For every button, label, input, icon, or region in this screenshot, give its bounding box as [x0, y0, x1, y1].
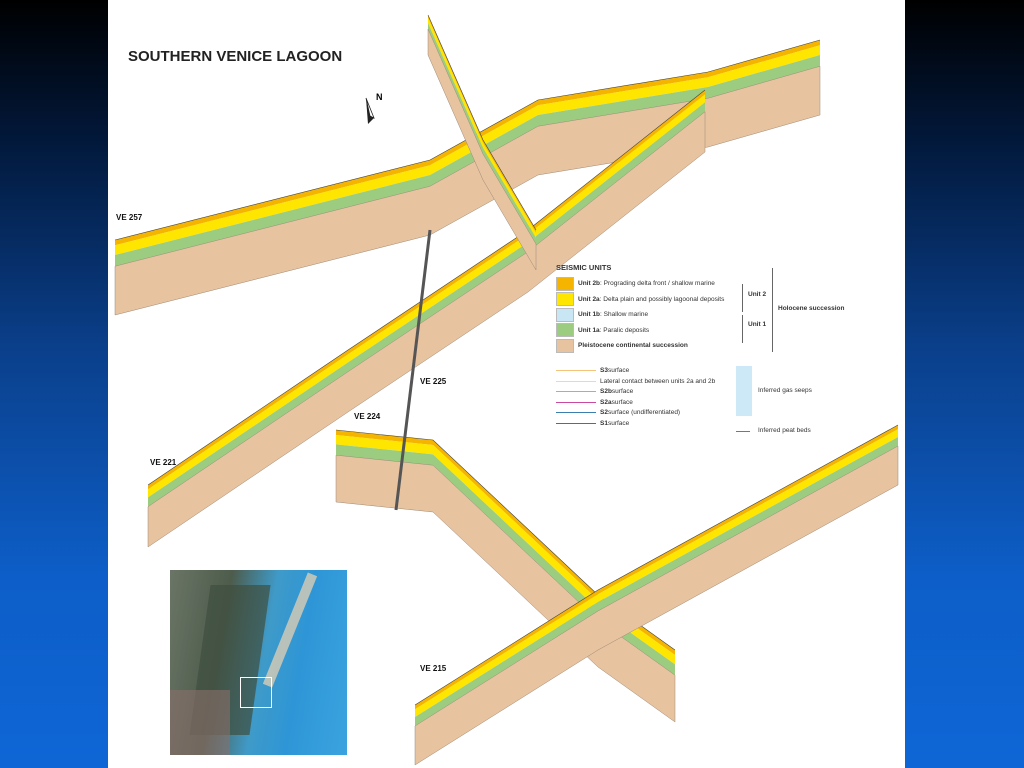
profile-label-ve221: VE 221 — [150, 458, 177, 467]
surface-line — [556, 401, 596, 403]
group-unit1: Unit 1 — [748, 321, 767, 328]
north-arrow: N — [360, 92, 390, 133]
legend-unit-item: Pleistocene continental succession — [556, 338, 856, 354]
unit-1a-layer — [415, 437, 898, 726]
surface-desc: surface — [607, 419, 630, 427]
unit-1a-layer — [148, 102, 705, 507]
profile-ve225-trace — [394, 229, 432, 511]
unit-swatch — [556, 323, 574, 338]
surface-code: S2a — [600, 398, 612, 406]
unit-desc: : Delta plain and possibly lagoonal depo… — [599, 295, 725, 303]
pleistocene-layer — [335, 454, 676, 723]
unit-swatch — [556, 292, 574, 307]
figure-title: SOUTHERN VENICE LAGOON — [128, 48, 343, 65]
north-label: N — [376, 92, 383, 102]
unit-code: Unit 2b — [578, 280, 601, 288]
unit-2b-layer — [415, 425, 898, 710]
surface-line — [556, 370, 596, 372]
unit-1a-layer — [428, 23, 536, 244]
unit-swatch — [556, 338, 574, 353]
pleistocene-layer — [427, 28, 537, 271]
profile-label-ve257: VE 257 — [116, 213, 143, 222]
surface-line — [556, 422, 596, 424]
legend-heading: SEISMIC UNITS — [556, 263, 612, 272]
profile-top-line — [147, 89, 706, 486]
surface-code: S2 — [600, 409, 608, 417]
surface-line — [556, 391, 596, 393]
gas-seeps-swatch — [736, 366, 752, 416]
study-area-box — [240, 677, 272, 708]
legend-unit-item: Unit 1b: Shallow marine — [556, 307, 856, 323]
slide-panel: SOUTHERN VENICE LAGOON N VE 257 VE 221 V… — [108, 0, 905, 768]
surface-code: S1 — [600, 419, 608, 427]
seismic-profiles-diagram — [114, 14, 899, 766]
profile-ve215 — [414, 424, 899, 766]
gas-seeps-label: Inferred gas seeps — [758, 387, 812, 394]
legend-unit-item: Unit 2b: Prograding delta front / shallo… — [556, 276, 856, 292]
legend: SEISMIC UNITS Unit 2b: Prograding delta … — [556, 263, 856, 434]
unit-desc: : Prograding delta front / shallow marin… — [600, 280, 715, 288]
unit-2a-layer — [115, 45, 820, 255]
unit-code: Unit 1b — [578, 311, 601, 319]
profile-ve221 — [147, 89, 706, 548]
legend-surface-item: Lateral contact between units 2a and 2b — [556, 376, 856, 387]
unit-code: Unit 2a — [578, 295, 600, 303]
unit-2a-layer — [148, 94, 705, 498]
profile-label-ve215: VE 215 — [420, 664, 447, 673]
peat-beds-label: Inferred peat beds — [758, 427, 811, 434]
legend-surface-item: S2 surface (undifferentiated) — [556, 408, 856, 419]
legend-unit-item: Unit 1a: Paralic deposits — [556, 323, 856, 339]
pleistocene-layer — [414, 445, 899, 766]
surface-desc: surface — [611, 388, 634, 396]
unit-2b-layer — [148, 90, 705, 490]
surface-desc: surface (undifferentiated) — [607, 409, 681, 417]
surface-desc: Lateral contact between units 2a and 2b — [600, 377, 716, 385]
surface-line — [556, 412, 596, 414]
unit-1a-layer — [115, 55, 820, 267]
unit-desc: : Paralic deposits — [599, 326, 650, 334]
unit-swatch — [556, 276, 574, 291]
surface-line — [556, 380, 596, 382]
unit-swatch — [556, 307, 574, 322]
profile-top-line — [427, 14, 537, 231]
legend-surface-item: S2a surface — [556, 397, 856, 408]
profile-label-ve224: VE 224 — [354, 412, 381, 421]
surface-desc: surface — [611, 398, 633, 406]
legend-surface-item: S2b surface — [556, 387, 856, 398]
group-holocene: Holocene succession — [778, 305, 845, 312]
north-arrow-icon — [365, 97, 375, 124]
profile-label-ve225: VE 225 — [420, 377, 447, 386]
profile-top-line — [414, 424, 899, 706]
legend-unit-item: Unit 2a: Delta plain and possibly lagoon… — [556, 292, 856, 308]
pleistocene-layer — [114, 65, 821, 316]
unit-2a-layer — [415, 429, 898, 717]
surface-desc: surface — [607, 367, 630, 375]
legend-surface-item: S3 surface — [556, 366, 856, 377]
unit-code: Pleistocene continental succession — [578, 342, 688, 350]
legend-surface-item: S1 surface — [556, 418, 856, 429]
location-satellite-map — [170, 570, 347, 755]
surface-code: S3 — [600, 367, 608, 375]
profile-ve225 — [427, 14, 537, 271]
peat-beds-swatch — [736, 431, 750, 432]
group-unit2: Unit 2 — [748, 291, 767, 298]
unit-2a-layer — [428, 17, 536, 238]
unit-code: Unit 1a — [578, 326, 600, 334]
unit-desc: : Shallow marine — [600, 311, 649, 319]
surface-code: S2b — [600, 388, 612, 396]
pleistocene-layer — [147, 111, 706, 548]
profile-top-line — [114, 39, 821, 241]
